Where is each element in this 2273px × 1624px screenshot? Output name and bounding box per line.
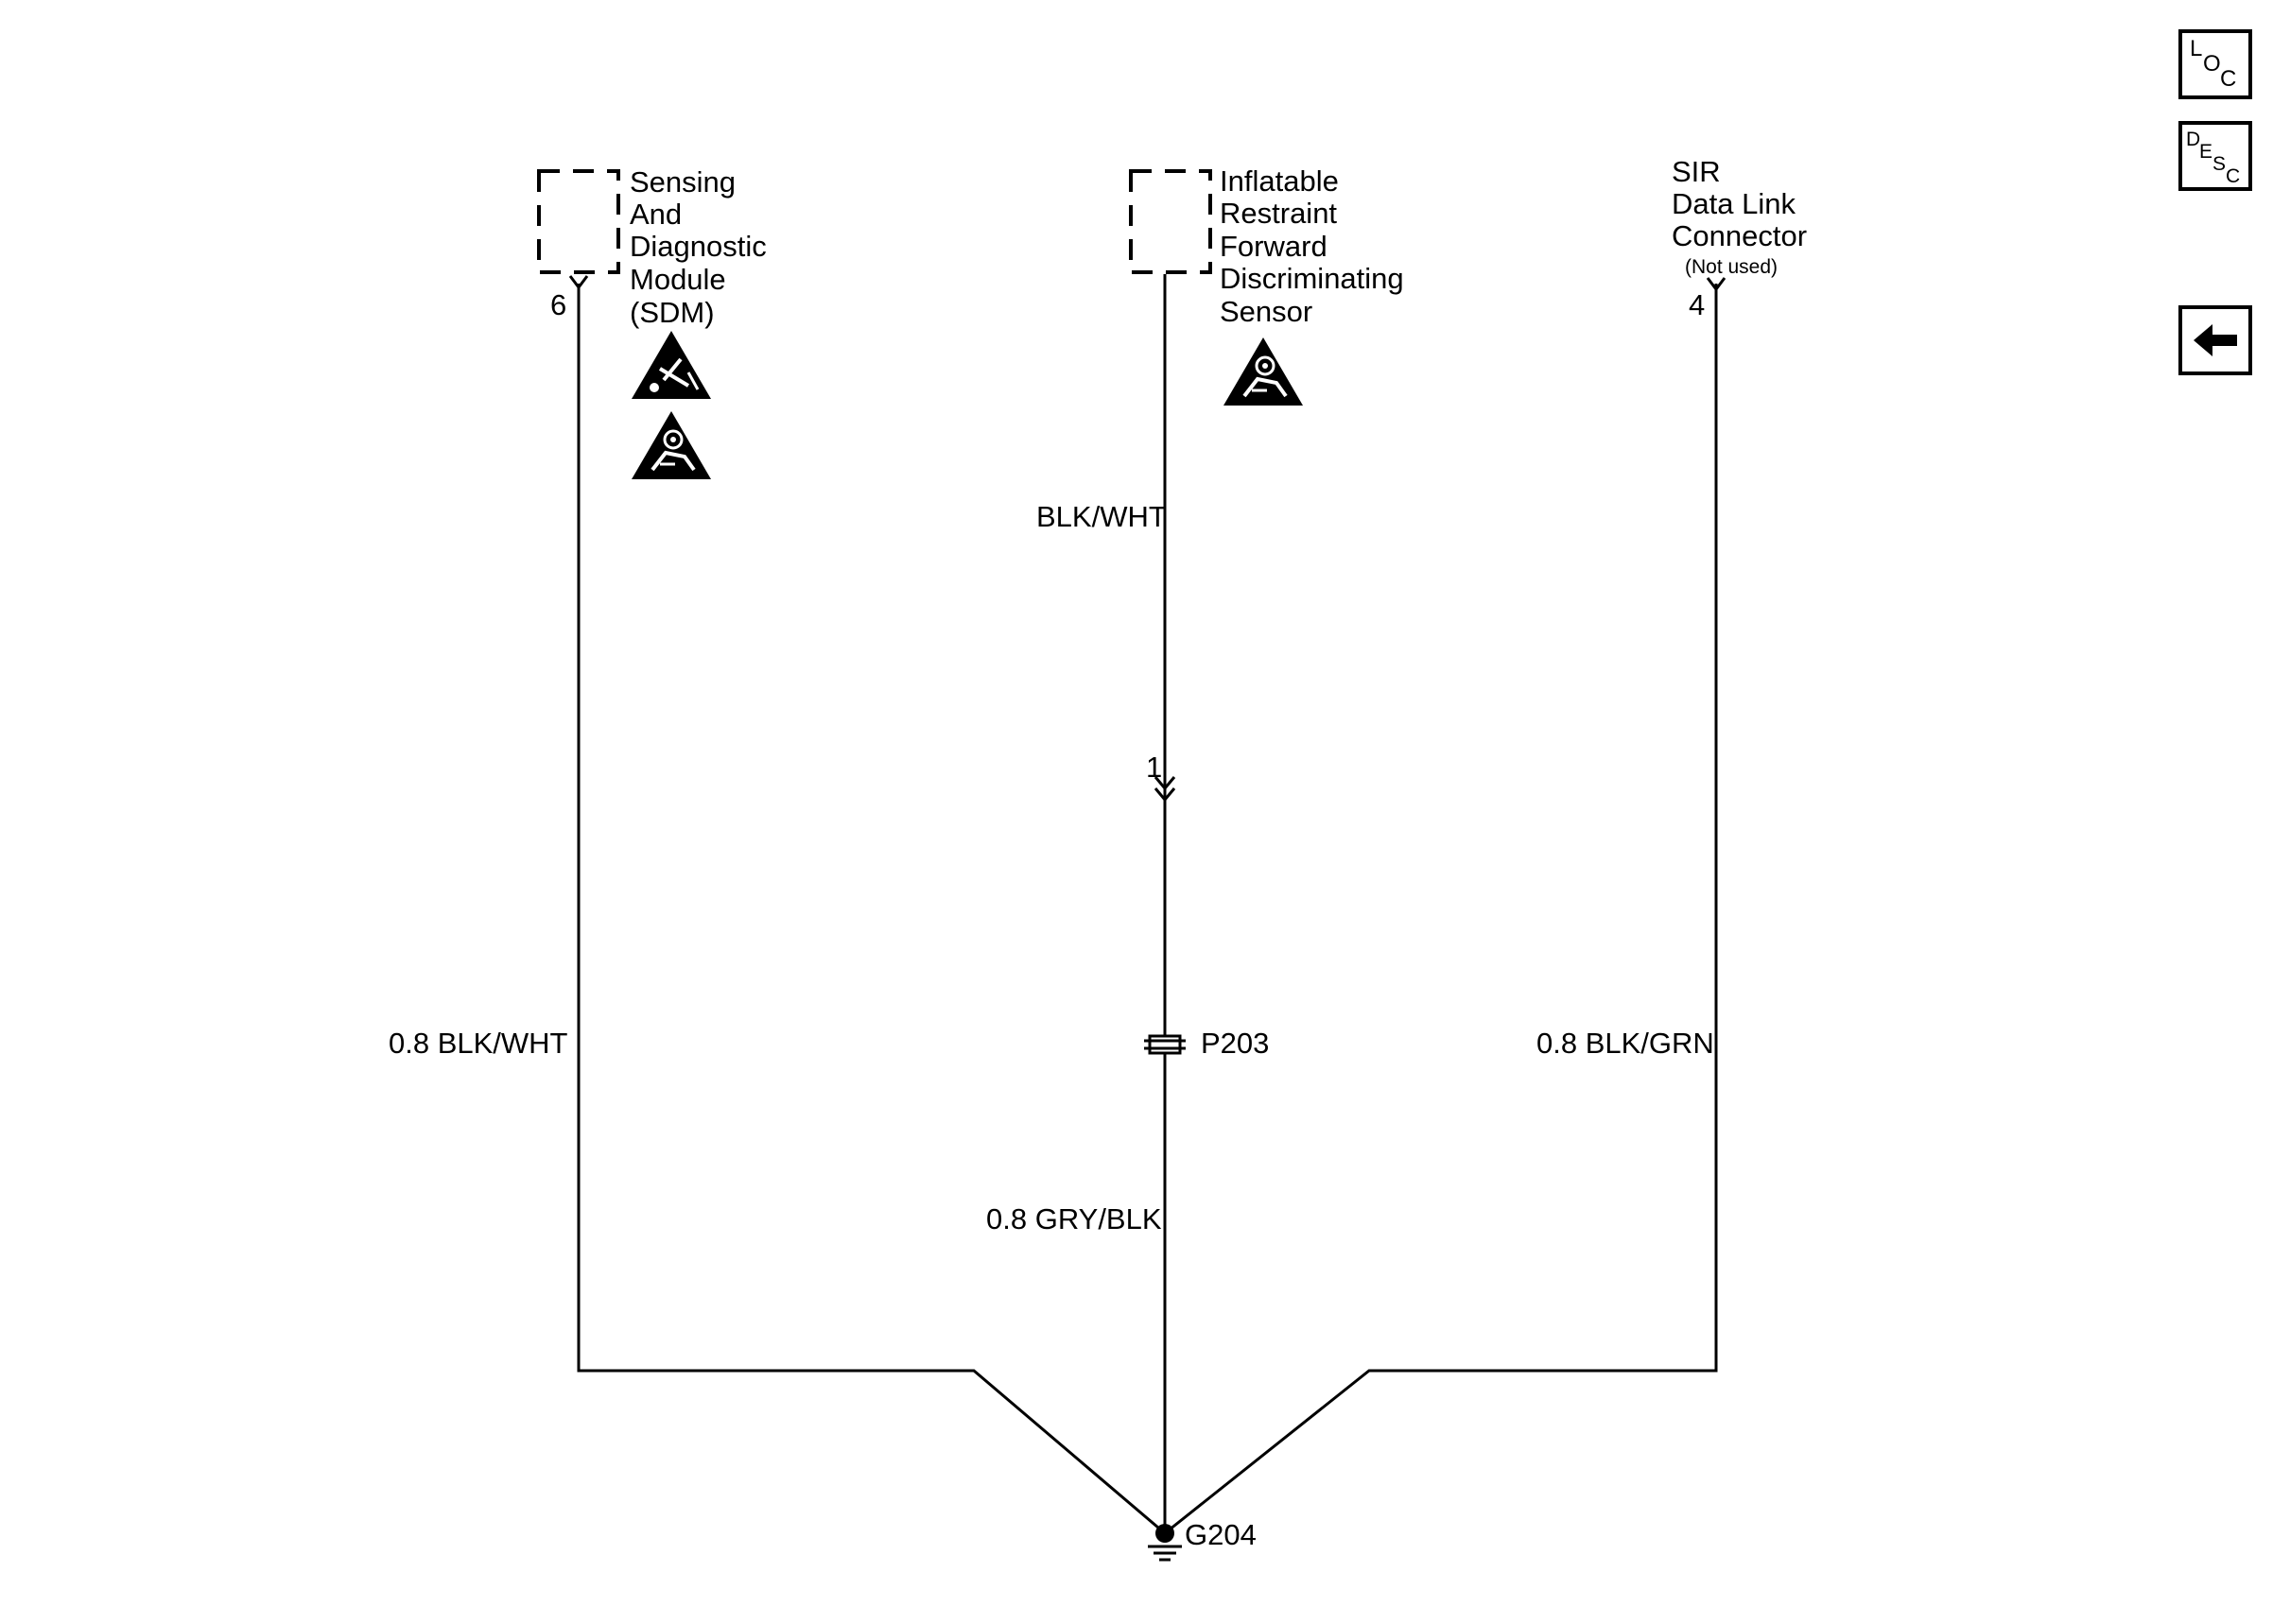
splice-label: P203 <box>1201 1027 1269 1060</box>
desc-letter-c: C <box>2226 165 2240 187</box>
ground-label: G204 <box>1185 1518 1257 1551</box>
ground-junction-dot <box>1155 1524 1174 1543</box>
desc-letter-d: D <box>2186 129 2200 150</box>
ground-point[interactable]: G204 <box>1148 1518 1257 1562</box>
back-button[interactable] <box>2178 305 2252 375</box>
sdm-label-line-5: (SDM) <box>630 296 715 329</box>
sdm-pin-terminal <box>568 275 589 290</box>
sdm-label-line-1: Sensing <box>630 165 736 199</box>
sdm-label-line-2: And <box>630 198 682 231</box>
forward-sensor-label-line-4: Discriminating <box>1220 262 1404 295</box>
desc-button[interactable]: D E S C <box>2178 121 2252 191</box>
sdm-label-line-3: Diagnostic <box>630 230 767 263</box>
forward-sensor-label-line-3: Forward <box>1220 230 1327 263</box>
sdm-module-box <box>537 169 620 274</box>
dlc-label-line-1: SIR <box>1672 155 1721 188</box>
ground-symbol-icon <box>1148 1545 1182 1562</box>
desc-letter-e: E <box>2199 141 2212 163</box>
loc-letter-l: L <box>2190 36 2202 61</box>
inline-connector[interactable]: 1 <box>1146 751 1176 803</box>
forward-sensor-box <box>1129 169 1212 274</box>
sensor-upper-wire-label: BLK/WHT <box>1036 500 1167 533</box>
forward-sensor-label-line-1: Inflatable <box>1220 164 1339 198</box>
desc-letter-s: S <box>2212 153 2226 175</box>
back-arrow-icon <box>2194 324 2237 356</box>
loc-letter-c: C <box>2220 66 2236 92</box>
loc-letter-o: O <box>2203 51 2221 77</box>
dlc-wire-label: 0.8 BLK/GRN <box>1536 1027 1714 1060</box>
sdm-pin-number: 6 <box>550 288 566 321</box>
esd-warning-icon <box>632 331 711 399</box>
sdm-label-line-4: Module <box>630 263 726 296</box>
connector-chevron-icon <box>1154 776 1176 803</box>
wire-paths <box>577 274 1718 1535</box>
loc-button[interactable]: L O C <box>2178 29 2252 99</box>
airbag-warning-icon <box>1223 337 1303 406</box>
forward-sensor-label-line-2: Restraint <box>1220 197 1337 230</box>
dlc-label-line-3: Connector <box>1672 219 1807 252</box>
dlc-ground-wire[interactable] <box>1164 284 1718 1535</box>
dlc-pin-number: 4 <box>1689 288 1705 321</box>
connector-pin-number: 1 <box>1146 751 1162 784</box>
forward-sensor-label-line-5: Sensor <box>1220 295 1312 328</box>
splice-icon <box>1148 1034 1182 1055</box>
sdm-wire-label: 0.8 BLK/WHT <box>389 1027 568 1060</box>
sdm-ground-wire[interactable] <box>577 284 1166 1535</box>
sdm-component[interactable]: Sensing And Diagnostic Module (SDM) 6 <box>537 165 767 329</box>
dlc-pin-terminal <box>1706 277 1726 292</box>
forward-sensor-component[interactable]: Inflatable Restraint Forward Discriminat… <box>1129 164 1404 328</box>
sensor-lower-wire-label: 0.8 GRY/BLK <box>986 1202 1162 1235</box>
splice-pack[interactable]: P203 <box>1144 1027 1269 1060</box>
dlc-component[interactable]: SIR Data Link Connector (Not used) 4 <box>1672 155 1807 321</box>
dlc-not-used-note: (Not used) <box>1685 256 1778 278</box>
dlc-label-line-2: Data Link <box>1672 187 1796 220</box>
airbag-warning-icon <box>632 411 711 479</box>
